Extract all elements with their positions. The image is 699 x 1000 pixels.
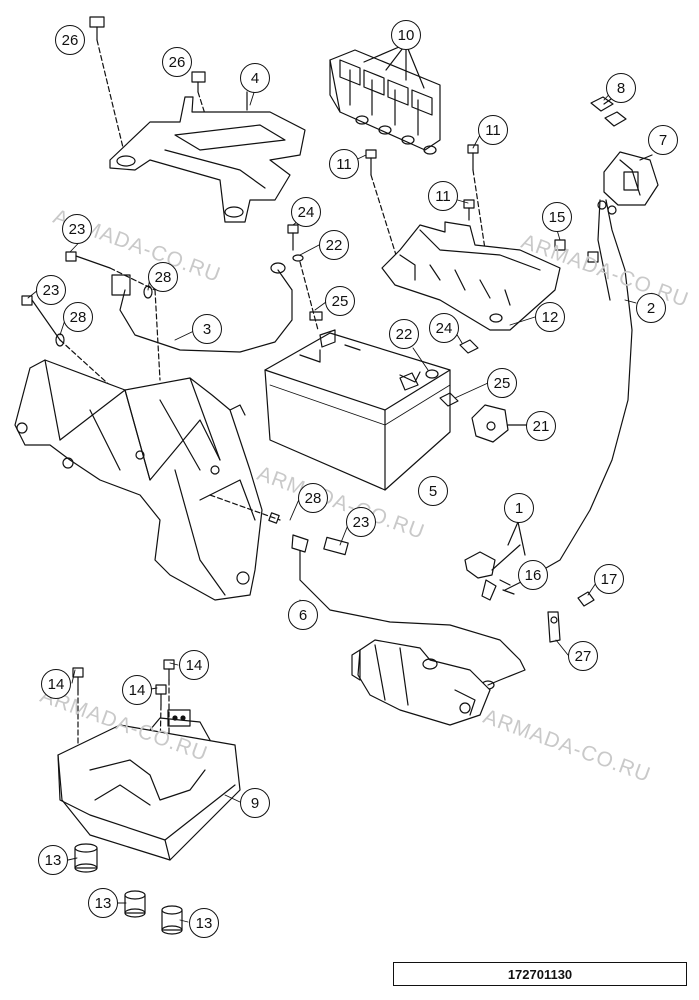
callout-13: 13 xyxy=(189,908,219,938)
starter-cable-6 xyxy=(268,512,526,690)
callout-7: 7 xyxy=(648,125,678,155)
callout-28: 28 xyxy=(148,262,178,292)
callout-21: 21 xyxy=(526,411,556,441)
callout-27: 27 xyxy=(568,641,598,671)
callout-26: 26 xyxy=(162,47,192,77)
callout-28: 28 xyxy=(63,302,93,332)
callout-9: 9 xyxy=(240,788,270,818)
callout-25: 25 xyxy=(487,368,517,398)
bracket-plate-4 xyxy=(109,91,306,223)
starter-motor xyxy=(351,639,491,726)
callout-10: 10 xyxy=(391,20,421,50)
callout-17: 17 xyxy=(594,564,624,594)
callout-22: 22 xyxy=(389,319,419,349)
callout-2: 2 xyxy=(636,293,666,323)
starter-relay-7 xyxy=(603,151,659,206)
callout-23: 23 xyxy=(346,507,376,537)
callout-4: 4 xyxy=(240,63,270,93)
callout-13: 13 xyxy=(38,845,68,875)
screw-17-bracket-27 xyxy=(547,591,595,643)
rubber-feet-13 xyxy=(74,843,183,935)
callout-3: 3 xyxy=(192,314,222,344)
callout-8: 8 xyxy=(606,73,636,103)
callout-23: 23 xyxy=(62,214,92,244)
battery-holder-12 xyxy=(381,221,561,331)
callout-24: 24 xyxy=(291,197,321,227)
callout-11: 11 xyxy=(428,181,458,211)
callout-28: 28 xyxy=(298,483,328,513)
relay-block-10 xyxy=(329,43,441,155)
callout-23: 23 xyxy=(36,275,66,305)
callout-14: 14 xyxy=(179,650,209,680)
callout-22: 22 xyxy=(319,230,349,260)
callout-26: 26 xyxy=(55,25,85,55)
battery-5 xyxy=(264,329,451,491)
callout-1: 1 xyxy=(504,493,534,523)
screws-15 xyxy=(554,239,599,263)
callout-16: 16 xyxy=(518,560,548,590)
callout-25: 25 xyxy=(325,286,355,316)
callout-14: 14 xyxy=(41,669,71,699)
bolt-26-top-left xyxy=(89,16,127,161)
frame xyxy=(14,359,281,601)
callout-13: 13 xyxy=(88,888,118,918)
callout-12: 12 xyxy=(535,302,565,332)
callout-11: 11 xyxy=(329,149,359,179)
terminal-cover-21 xyxy=(471,404,528,443)
document-number: 172701130 xyxy=(393,962,687,986)
callout-15: 15 xyxy=(542,202,572,232)
callout-5: 5 xyxy=(418,476,448,506)
callout-6: 6 xyxy=(288,600,318,630)
bolts-23-28-upper xyxy=(21,251,161,391)
starter-cable-1 xyxy=(464,521,526,601)
callout-24: 24 xyxy=(429,313,459,343)
battery-tray-9 xyxy=(57,709,241,861)
callout-11: 11 xyxy=(478,115,508,145)
terminal-hardware xyxy=(287,224,479,407)
callout-14: 14 xyxy=(122,675,152,705)
